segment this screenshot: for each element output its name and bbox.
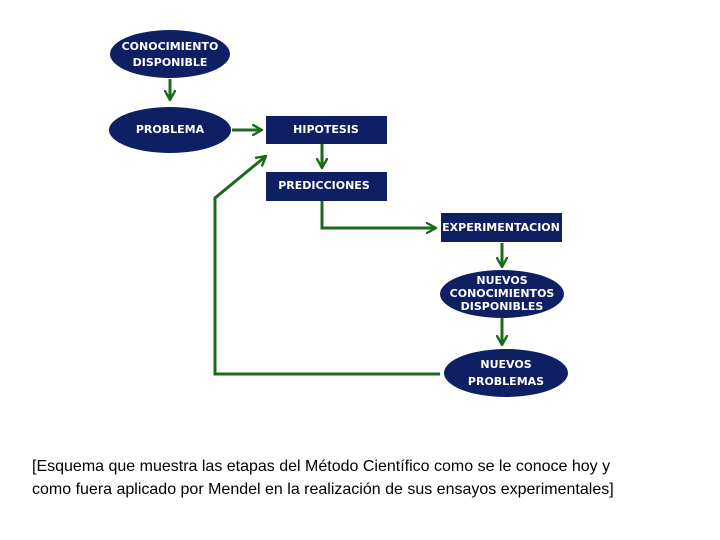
- node-label-line: DISPONIBLE: [133, 56, 208, 69]
- node-shape: [444, 349, 568, 397]
- node-hipotesis: HIPOTESIS: [266, 116, 387, 144]
- node-problema: PROBLEMA: [109, 107, 231, 153]
- node-nuevos-problemas: NUEVOS PROBLEMAS: [444, 349, 568, 397]
- node-conocimiento-disponible: CONOCIMIENTO DISPONIBLE: [110, 30, 230, 78]
- node-label-line: PROBLEMAS: [468, 375, 544, 388]
- caption-line-2: como fuera aplicado por Mendel en la rea…: [32, 481, 614, 498]
- arrow-predicciones-to-experimentacion: [320, 201, 436, 228]
- arrow-feedback-nuevos-problemas-to-hipotesis: [213, 156, 440, 376]
- arrows: [170, 79, 502, 376]
- node-nuevos-conocimientos-disponibles: NUEVOS CONOCIMIENTOS DISPONIBLES: [440, 270, 564, 318]
- caption-line-1: [Esquema que muestra las etapas del Méto…: [32, 458, 611, 475]
- node-predicciones: PREDICCIONES: [266, 172, 387, 201]
- figure-caption: [Esquema que muestra las etapas del Méto…: [32, 455, 702, 501]
- node-label-line: CONOCIMIENTOS: [450, 287, 555, 300]
- node-label-line: NUEVOS: [480, 358, 531, 371]
- scientific-method-diagram: CONOCIMIENTO DISPONIBLE PROBLEMA HIPOTES…: [109, 30, 568, 397]
- node-shape: [441, 213, 562, 242]
- node-label: PREDICCIONES: [278, 179, 370, 192]
- node-shape: [109, 107, 231, 153]
- node-experimentacion: EXPERIMENTACION: [441, 213, 562, 242]
- node-label-line: NUEVOS: [476, 274, 527, 287]
- node-label: EXPERIMENTACION: [442, 221, 560, 234]
- node-shape: [266, 116, 387, 144]
- node-shape: [110, 30, 230, 78]
- node-shape: [266, 172, 387, 201]
- node-label-line: DISPONIBLES: [461, 300, 544, 313]
- node-shape: [440, 270, 564, 318]
- node-label: HIPOTESIS: [293, 123, 359, 136]
- node-label: PROBLEMA: [136, 123, 205, 136]
- node-label-line: CONOCIMIENTO: [122, 40, 219, 53]
